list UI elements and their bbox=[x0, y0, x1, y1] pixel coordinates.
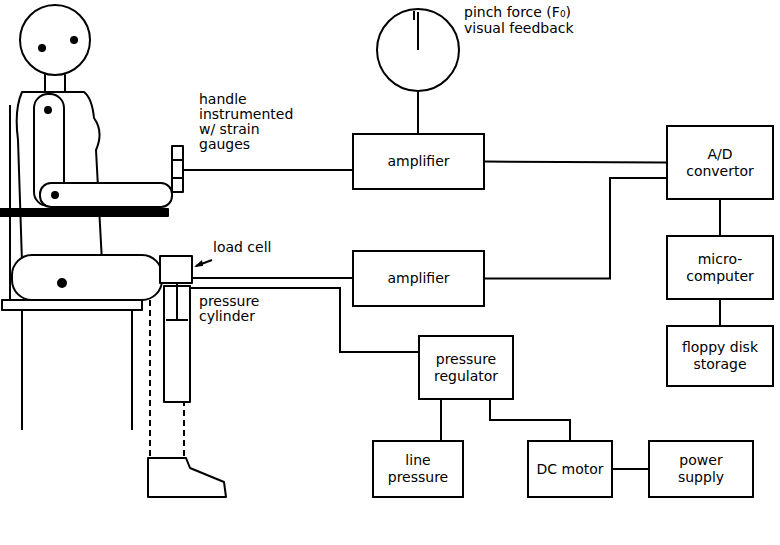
signal-line bbox=[417, 92, 419, 133]
elbow-joint bbox=[52, 192, 58, 198]
hip-joint bbox=[58, 279, 66, 287]
signal-line bbox=[490, 400, 570, 440]
piston-rod bbox=[176, 283, 178, 320]
thigh bbox=[12, 255, 162, 300]
dial-caption: pinch force (F₀) visual feedback bbox=[464, 4, 594, 36]
signal-line bbox=[719, 200, 721, 235]
arm-strap bbox=[0, 209, 168, 216]
box-label: A/D convertor bbox=[673, 146, 767, 180]
part-label: handle instrumented w/ strain gauges bbox=[198, 92, 310, 152]
chair-back bbox=[9, 105, 11, 300]
process-box: pressure regulator bbox=[418, 335, 514, 400]
feedback-dial: pinch force (F₀) visual feedback bbox=[376, 8, 460, 92]
box-label: floppy disk storage bbox=[673, 339, 767, 373]
box-label: power supply bbox=[655, 452, 747, 486]
box-label: amplifier bbox=[387, 153, 449, 170]
forearm bbox=[40, 183, 172, 207]
dial-face bbox=[377, 9, 459, 91]
leader-arrowhead bbox=[194, 260, 203, 267]
strain-gauge bbox=[172, 159, 183, 161]
signal-line bbox=[719, 300, 721, 325]
chair-leg bbox=[131, 310, 133, 430]
dial-outline bbox=[376, 8, 460, 92]
source-box: line pressure bbox=[372, 440, 464, 498]
handle-wire bbox=[184, 169, 352, 171]
box-label: DC motor bbox=[536, 461, 603, 478]
boot bbox=[148, 458, 226, 497]
shoulder-joint bbox=[45, 107, 51, 113]
head bbox=[20, 5, 90, 75]
pressure-hose bbox=[191, 288, 418, 352]
chair-seat bbox=[2, 300, 142, 310]
handle bbox=[172, 146, 183, 192]
box-label: micro-computer bbox=[673, 251, 767, 285]
part-label: load cell bbox=[212, 240, 294, 255]
process-box: amplifier bbox=[352, 133, 485, 190]
torso bbox=[17, 92, 102, 262]
load-cell bbox=[160, 256, 192, 283]
storage-box: floppy disk storage bbox=[666, 325, 774, 387]
process-box: DC motor bbox=[527, 440, 613, 498]
process-box: amplifier bbox=[352, 250, 485, 307]
piston bbox=[166, 319, 188, 321]
signal-line bbox=[440, 400, 442, 440]
ear-joint bbox=[39, 45, 45, 51]
eye bbox=[71, 37, 77, 43]
process-box: micro-computer bbox=[666, 235, 774, 300]
part-label: pressure cylinder bbox=[198, 294, 280, 324]
signal-line bbox=[613, 468, 648, 470]
load-cell-wire bbox=[193, 277, 352, 279]
box-label: amplifier bbox=[387, 270, 449, 287]
chair-leg bbox=[21, 310, 23, 430]
dial-target-mark bbox=[413, 11, 415, 20]
neck bbox=[45, 74, 65, 92]
signal-line bbox=[485, 178, 666, 279]
source-box: power supply bbox=[648, 440, 754, 498]
process-box: A/D convertor bbox=[666, 125, 774, 200]
box-label: pressure regulator bbox=[425, 351, 507, 385]
box-label: line pressure bbox=[379, 452, 457, 486]
dial-needle bbox=[417, 12, 419, 50]
signal-line bbox=[485, 162, 666, 163]
strain-gauge bbox=[172, 177, 183, 179]
